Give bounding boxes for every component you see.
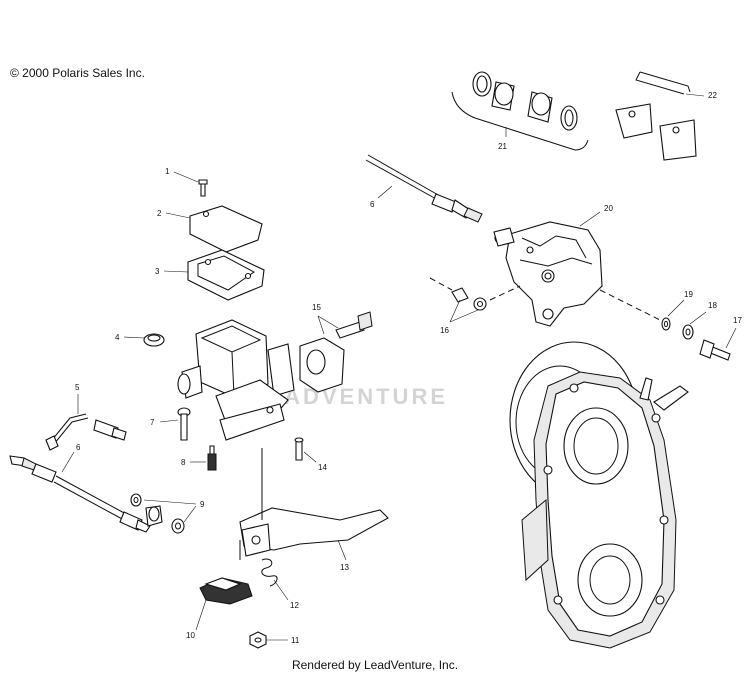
reservoir-cover xyxy=(165,205,263,253)
callout-20: 20 xyxy=(604,204,613,213)
banjo-washers xyxy=(130,493,197,534)
callout-11: 11 xyxy=(291,636,300,645)
reservoir-diaphragm xyxy=(163,249,265,301)
footer-credit: Rendered by LeadVenture, Inc. xyxy=(291,658,459,672)
park-lock-lever xyxy=(195,577,253,631)
brake-lever xyxy=(239,448,389,561)
handlebar-clamp xyxy=(299,311,373,393)
callout-4: 4 xyxy=(115,333,120,342)
brake-caliper xyxy=(493,211,603,327)
callout-10: 10 xyxy=(186,631,195,640)
cover-screw xyxy=(173,171,208,197)
brake-line-upper xyxy=(365,154,483,223)
adjust-screw xyxy=(190,445,217,471)
callout-14: 14 xyxy=(318,463,327,472)
callout-22: 22 xyxy=(708,91,717,100)
callout-3: 3 xyxy=(155,267,160,276)
callout-18: 18 xyxy=(708,301,717,310)
callout-21: 21 xyxy=(498,142,507,151)
callout-7: 7 xyxy=(150,418,155,427)
callout-9: 9 xyxy=(200,500,205,509)
pivot-bolt xyxy=(159,407,191,441)
callout-8: 8 xyxy=(181,458,186,467)
callout-13: 13 xyxy=(340,563,349,572)
lever-spring xyxy=(261,558,289,601)
caliper-washers-bolt xyxy=(661,299,737,361)
bleeder-fittings xyxy=(429,277,521,323)
brake-pads xyxy=(615,71,705,161)
piston-seal-kit xyxy=(451,71,589,151)
callout-12: 12 xyxy=(290,601,299,610)
lock-nut xyxy=(249,631,288,649)
callout-6-lower: 6 xyxy=(76,443,81,452)
master-cylinder xyxy=(177,319,295,441)
callout-17: 17 xyxy=(733,316,742,325)
chaincase xyxy=(521,371,689,649)
callout-19: 19 xyxy=(684,290,693,299)
callout-6-upper: 6 xyxy=(370,200,375,209)
callout-1: 1 xyxy=(165,167,170,176)
callout-16: 16 xyxy=(440,326,449,335)
lever-pin xyxy=(294,437,317,463)
copyright-notice: © 2000 Polaris Sales Inc. xyxy=(10,66,145,80)
callout-2: 2 xyxy=(157,209,162,218)
brake-switch xyxy=(45,394,127,451)
lever-bushing xyxy=(123,333,165,347)
callout-15: 15 xyxy=(312,303,321,312)
brake-line-lower xyxy=(9,451,151,533)
callout-5: 5 xyxy=(75,383,80,392)
